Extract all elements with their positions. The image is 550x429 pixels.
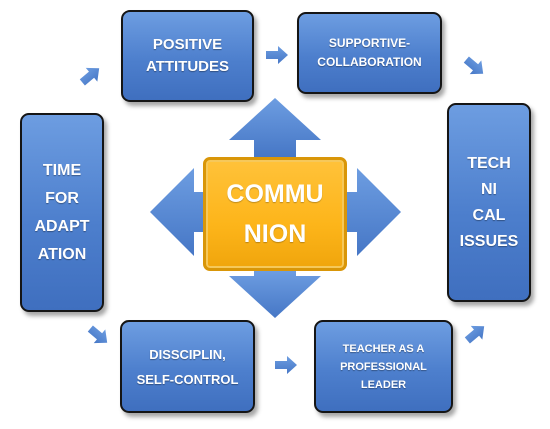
teacher-leader-line-2: PROFESSIONAL <box>340 360 427 373</box>
time-adaptation-line-1: TIME <box>42 161 82 179</box>
technical-issues-line-1: TECH <box>467 154 511 172</box>
communion-center-box: COMMU NION <box>203 157 347 271</box>
technical-issues-line-2: NI <box>481 180 497 198</box>
discipline-line-2: SELF-CONTROL <box>136 371 239 387</box>
positive-attitudes-box: POSITIVE ATTITUDES <box>121 10 254 102</box>
connector-discipline-to-teacher-arrow-icon <box>275 356 297 374</box>
positive-attitudes-line-1: POSITIVE <box>152 36 223 53</box>
time-adaptation-line-4: ATION <box>37 245 87 263</box>
connector-time-to-positive-arrow-icon <box>79 67 100 86</box>
discipline-line-1: DISSCIPLIN, <box>149 346 226 362</box>
teacher-leader-line-3: LEADER <box>360 378 407 391</box>
time-adaptation-line-2: FOR <box>45 189 79 207</box>
technical-issues-line-3: CAL <box>472 206 506 224</box>
time-for-adaptation-box: TIME FOR ADAPT ATION <box>20 113 104 312</box>
time-adaptation-line-3: ADAPT <box>34 217 90 235</box>
down-arrow-icon <box>229 271 321 318</box>
up-arrow-icon <box>229 98 321 157</box>
supportive-collaboration-line-1: SUPPORTIVE- <box>328 36 411 50</box>
connector-teacher-to-technical-arrow-icon <box>464 325 485 344</box>
communion-line-2: NION <box>243 220 307 248</box>
communion-line-1: COMMU <box>226 180 324 208</box>
technical-issues-line-4: ISSUES <box>459 232 519 250</box>
connector-time-to-discipline-arrow-icon <box>87 325 108 344</box>
teacher-leader-line-1: TEACHER AS A <box>342 342 425 355</box>
connector-positive-to-supportive-arrow-icon <box>266 46 288 64</box>
right-arrow-icon <box>347 168 401 256</box>
connector-supportive-to-technical-arrow-icon <box>463 56 484 75</box>
teacher-professional-leader-box: TEACHER AS A PROFESSIONAL LEADER <box>314 320 453 413</box>
technical-issues-box: TECH NI CAL ISSUES <box>447 103 531 302</box>
left-arrow-icon <box>150 168 203 256</box>
positive-attitudes-line-2: ATTITUDES <box>145 58 230 75</box>
supportive-collaboration-line-2: COLLABORATION <box>317 55 422 69</box>
discipline-self-control-box: DISSCIPLIN, SELF-CONTROL <box>120 320 255 413</box>
supportive-collaboration-box: SUPPORTIVE- COLLABORATION <box>297 12 442 94</box>
